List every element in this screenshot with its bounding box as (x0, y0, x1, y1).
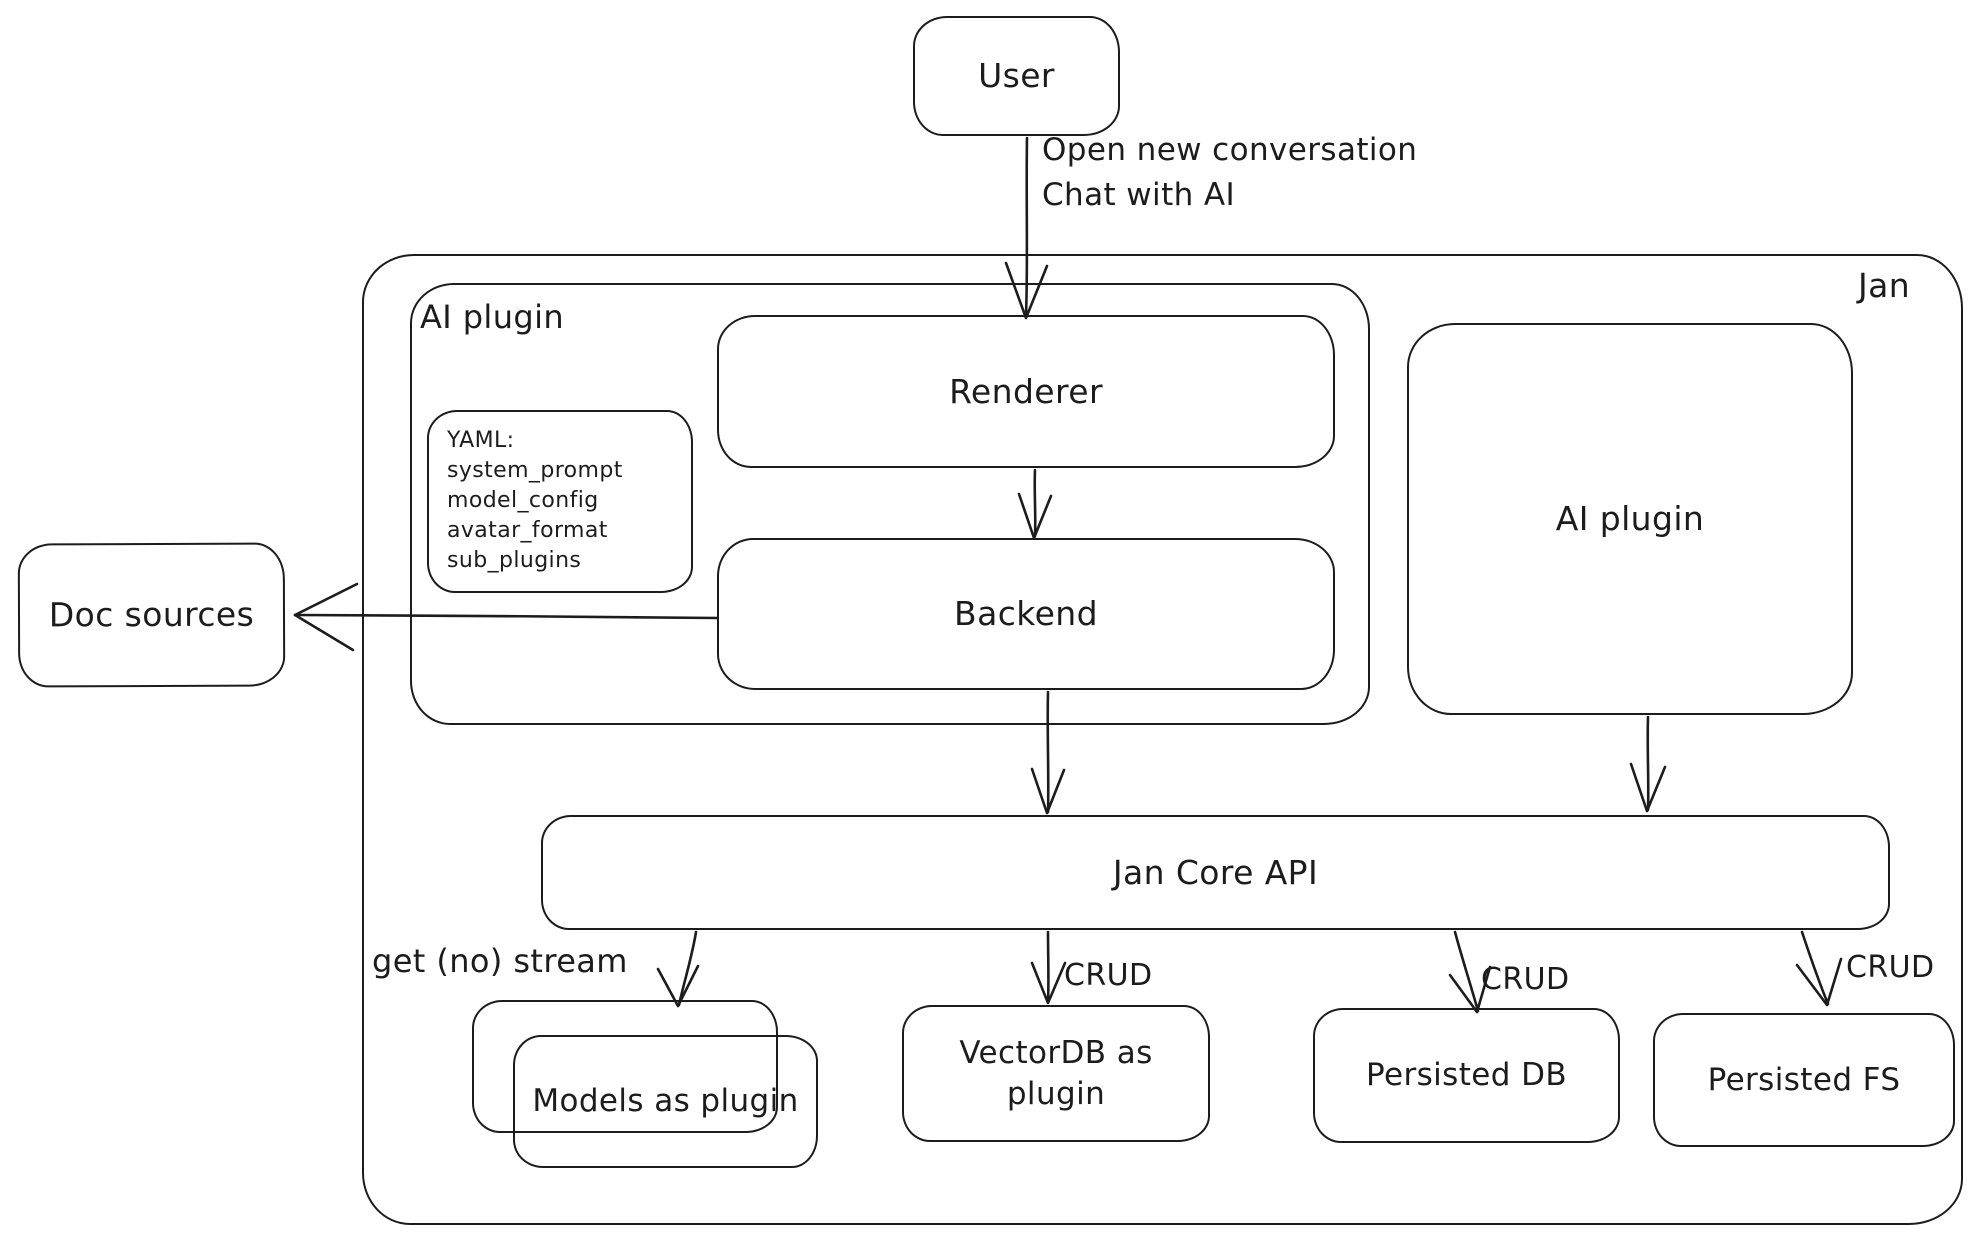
ai-plugin-right-label: AI plugin (1555, 499, 1705, 539)
persisted-db-node: Persisted DB (1313, 1008, 1620, 1143)
get-no-stream-edge-label: get (no) stream (372, 942, 628, 980)
yaml-note-line: sub_plugins (447, 548, 582, 573)
yaml-note-box: YAML: system_prompt model_config avatar_… (427, 410, 693, 593)
renderer-node: Renderer (717, 315, 1335, 468)
user-node-label: User (978, 56, 1055, 96)
renderer-node-label: Renderer (949, 371, 1103, 411)
user-flow-edge-label: Open new conversation Chat with AI (1042, 128, 1417, 218)
persisted-db-label: Persisted DB (1365, 1057, 1568, 1094)
models-as-plugin-node: Models as plugin (513, 1035, 818, 1168)
yaml-note-text: YAML: system_prompt model_config avatar_… (447, 426, 623, 576)
vectordb-as-plugin-node: VectorDB as plugin (902, 1005, 1210, 1142)
backend-node-label: Backend (954, 594, 1098, 634)
backend-node: Backend (717, 538, 1335, 690)
models-as-plugin-label: Models as plugin (532, 1083, 799, 1120)
doc-sources-label: Doc sources (48, 594, 255, 635)
ai-plugin-container-box (410, 283, 1370, 725)
models-as-plugin-back-box (472, 1000, 778, 1133)
user-node: User (913, 16, 1120, 136)
doc-sources-node: Doc sources (17, 542, 286, 688)
yaml-note-line: system_prompt (447, 458, 623, 483)
persisted-fs-label: Persisted FS (1707, 1061, 1901, 1098)
jan-core-api-label: Jan Core API (1112, 852, 1319, 892)
crud-persisted-fs-edge-label: CRUD (1846, 950, 1935, 985)
ai-plugin-container-label: AI plugin (420, 298, 565, 336)
jan-container-box (362, 254, 1963, 1225)
yaml-note-line: YAML: (447, 428, 515, 453)
jan-container-label: Jan (1858, 266, 1911, 305)
yaml-note-line: model_config (447, 488, 599, 513)
crud-persisted-db-edge-label: CRUD (1481, 962, 1570, 997)
vectordb-as-plugin-label: VectorDB as plugin (959, 1034, 1153, 1112)
user-flow-edge-label-line2: Chat with AI (1042, 177, 1236, 213)
jan-core-api-node: Jan Core API (541, 815, 1890, 930)
yaml-note-line: avatar_format (447, 518, 608, 543)
ai-plugin-right-node: AI plugin (1407, 323, 1853, 715)
crud-vectordb-edge-label: CRUD (1064, 958, 1153, 993)
persisted-fs-node: Persisted FS (1653, 1013, 1955, 1147)
arrowhead-backend-to-doc-sources (293, 582, 359, 652)
user-flow-edge-label-line1: Open new conversation (1042, 132, 1418, 168)
